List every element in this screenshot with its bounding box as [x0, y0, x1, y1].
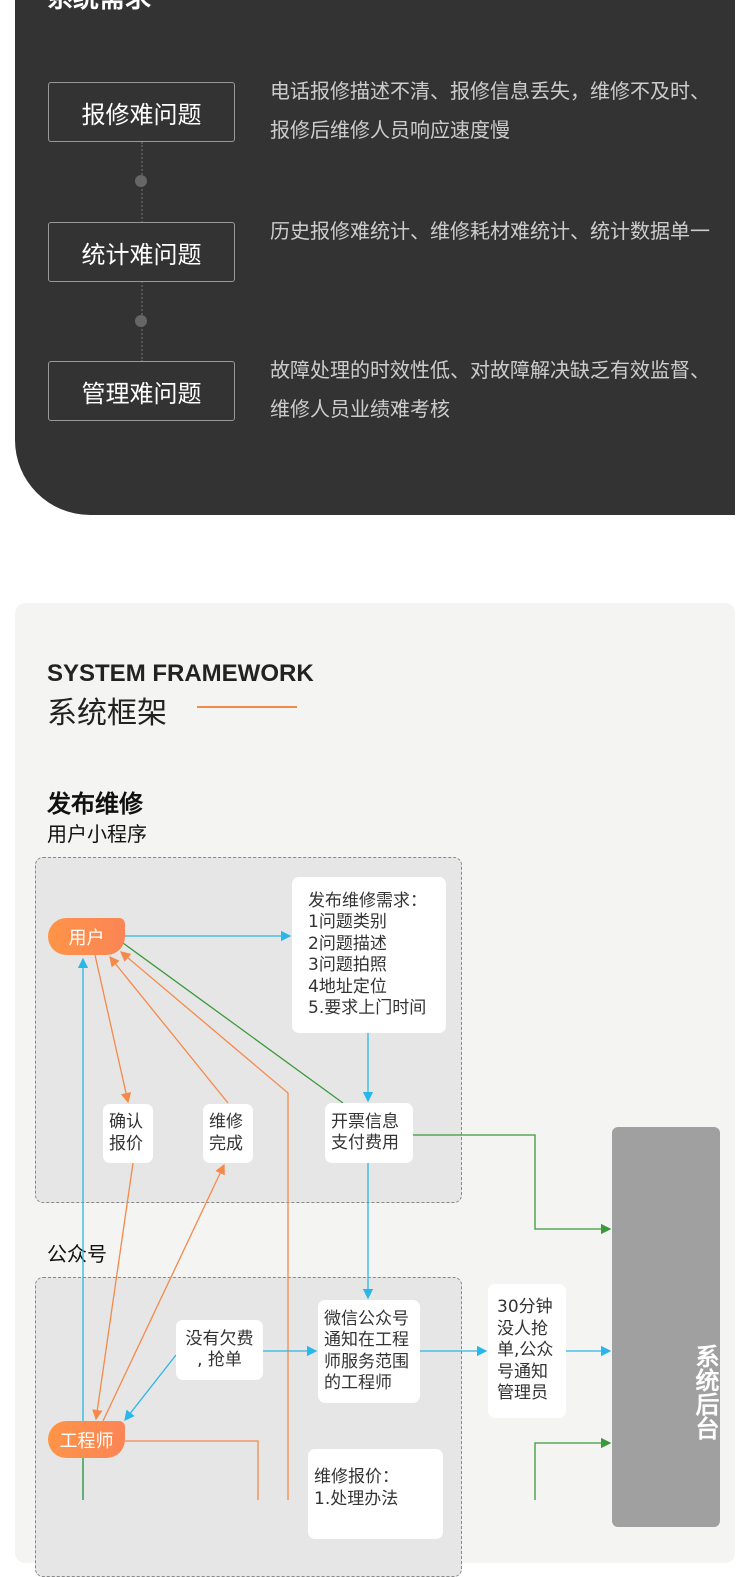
node-line: 1问题类别: [308, 912, 387, 932]
section-title: 发布维修: [47, 790, 143, 818]
node-repair-done: 维修 完成: [203, 1104, 253, 1163]
problem-label: 报修难问题: [48, 82, 235, 142]
node-line: 没有欠费: [185, 1328, 254, 1349]
arrow-grab-engineer: [124, 1354, 177, 1422]
arrow-invoice-backend: [413, 1134, 612, 1235]
arrow-done-user: [109, 955, 229, 1104]
problem-label: 统计难问题: [48, 222, 235, 282]
node-line: 单,公众: [497, 1340, 554, 1361]
node-grab-order: 没有欠费 , 抢单: [176, 1320, 263, 1380]
node-line: 的工程师: [324, 1373, 392, 1393]
node-publish-request: 发布维修需求： 1问题类别 2问题描述 3问题拍照 4地址定位 5.要求上门时间: [292, 877, 446, 1033]
node-line: 开票信息: [331, 1111, 399, 1132]
framework-title-cn: 系统框架: [47, 696, 167, 731]
problem-desc: 故障处理的时效性低、对故障解决缺乏有效监督、维修人员业绩难考核: [270, 358, 710, 421]
node-line: 5.要求上门时间: [308, 998, 427, 1018]
line-engineer-down: [125, 1440, 259, 1500]
node-line: 微信公众号: [324, 1308, 409, 1329]
node-line: 维修: [209, 1112, 243, 1132]
problem-label: 管理难问题: [48, 361, 235, 421]
node-line: 师服务范围: [324, 1351, 409, 1372]
node-line: 通知在工程: [324, 1330, 409, 1350]
arrow-user-confirm: [94, 954, 132, 1104]
problem-desc: 历史报修难统计、维修耗材难统计、统计数据单一: [270, 219, 710, 243]
flow-connectors: [77, 930, 612, 1500]
node-line: 支付费用: [331, 1133, 399, 1153]
node-line: , 抢单: [197, 1350, 242, 1370]
node-line: 报价: [109, 1133, 143, 1154]
node-line: 3问题拍照: [308, 955, 387, 975]
arrow-confirm-engineer: [92, 1162, 134, 1421]
requirements-title: 系统需求: [47, 0, 151, 15]
node-user: 用户: [48, 918, 125, 955]
node-line: 完成: [209, 1133, 243, 1154]
node-line: 发布维修需求：: [308, 890, 427, 911]
timeline-dot: [135, 175, 147, 187]
line-invoice-user: [122, 942, 344, 1104]
problem-desc: 电话报修描述不清、报修信息丢失，维修不及时、报修后维修人员响应速度慢: [270, 79, 710, 142]
arrow-green-backend: [534, 1437, 612, 1500]
node-line: 2问题描述: [308, 933, 387, 954]
node-wechat-notify: 微信公众号 通知在工程 师服务范围 的工程师: [318, 1300, 420, 1403]
node-line: 确认: [109, 1112, 143, 1132]
node-line: 没人抢: [497, 1318, 548, 1339]
system-backend: 系统后台: [612, 1127, 720, 1527]
node-line: 管理员: [497, 1383, 548, 1404]
node-line: 4地址定位: [308, 976, 387, 997]
node-engineer: 工程师: [48, 1421, 125, 1458]
arrow-engineer-done: [102, 1163, 225, 1422]
group-label-official-account: 公众号: [47, 1242, 107, 1266]
node-confirm-quote: 确认 报价: [103, 1104, 153, 1163]
title-accent-line: [197, 706, 297, 708]
node-timeout-notify: 30分钟 没人抢 单,公众 号通知 管理员: [488, 1284, 566, 1418]
group-label-miniprogram: 用户小程序: [47, 822, 147, 846]
node-repair-quote: 维修报价： 1.处理办法: [308, 1449, 443, 1539]
node-line: 号通知: [497, 1361, 548, 1382]
node-line: 30分钟: [497, 1297, 553, 1318]
node-invoice-pay: 开票信息 支付费用: [325, 1103, 413, 1163]
framework-title-en: SYSTEM FRAMEWORK: [47, 660, 314, 687]
timeline-dot: [135, 315, 147, 327]
arrow-quote-user: [120, 951, 289, 1500]
node-line: 1.处理办法: [314, 1488, 399, 1509]
node-line: 维修报价：: [314, 1467, 399, 1487]
